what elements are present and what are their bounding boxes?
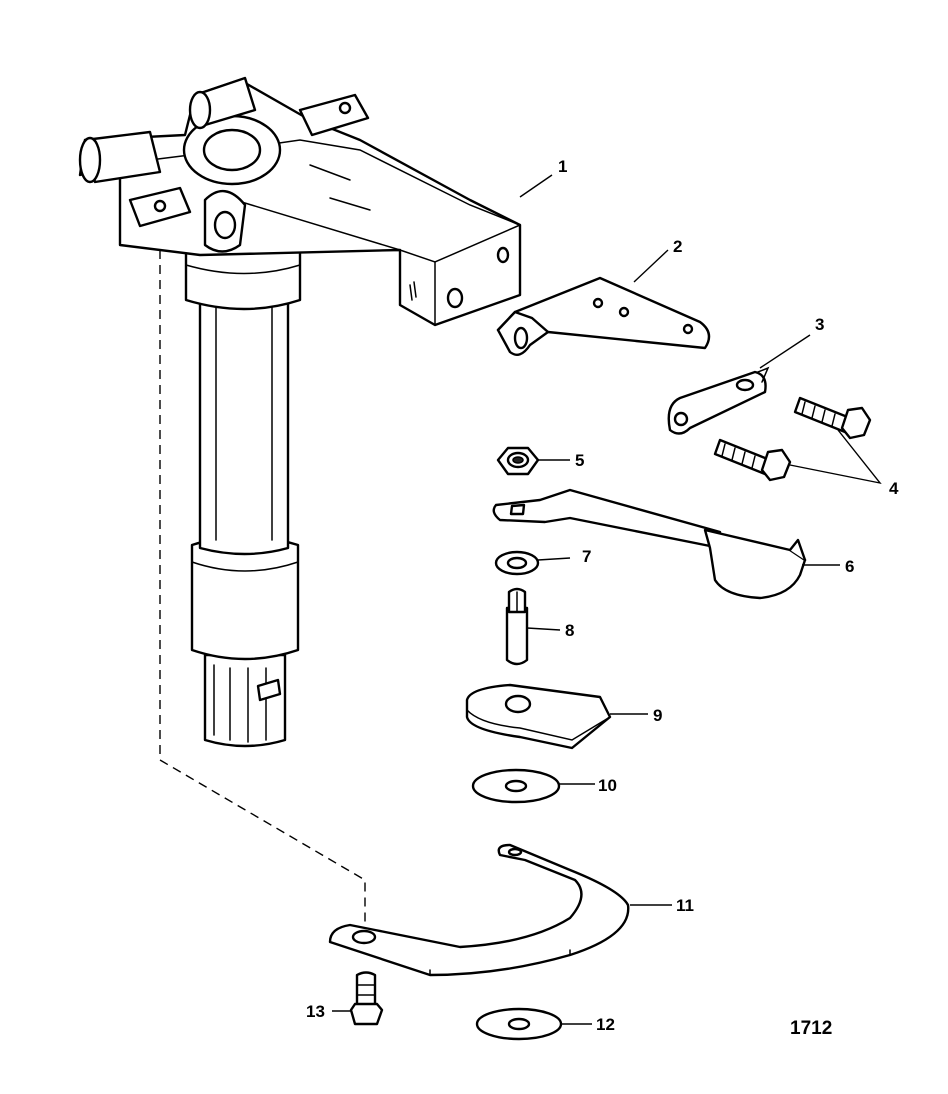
part-9-cam-plate [465, 683, 612, 750]
part-4-bolts [713, 396, 872, 482]
part-6-lever-arm [492, 488, 807, 600]
part-7-washer [494, 550, 540, 576]
part-10-washer [471, 768, 561, 804]
callout-labels: 1 2 3 4 5 6 7 8 9 10 11 12 13 [306, 157, 899, 1034]
callout-2: 2 [673, 237, 682, 256]
callout-6: 6 [845, 557, 854, 576]
alignment-dashed-line [159, 250, 366, 940]
part-8-pin [505, 587, 529, 666]
callout-8: 8 [565, 621, 574, 640]
part-12-washer [475, 1007, 563, 1041]
callout-7: 7 [582, 547, 591, 566]
callout-12: 12 [596, 1015, 615, 1034]
callout-10: 10 [598, 776, 617, 795]
callout-3: 3 [815, 315, 824, 334]
leader-lines [332, 174, 882, 1025]
part-13-stud [349, 971, 384, 1026]
callout-1: 1 [558, 157, 567, 176]
part-3-link-plate [667, 366, 770, 435]
bolt-upper [793, 396, 872, 440]
figure-number: 1712 [790, 1018, 832, 1039]
part-11-curved-plate [328, 843, 630, 977]
part-5-lock-nut [496, 446, 540, 476]
callout-13: 13 [306, 1002, 325, 1021]
part-1-steering-column [78, 76, 522, 748]
part-2-bracket [496, 276, 711, 356]
callout-4: 4 [889, 479, 899, 498]
callout-9: 9 [653, 706, 662, 725]
callout-11: 11 [676, 896, 694, 915]
bolt-lower [713, 438, 792, 482]
callout-5: 5 [575, 451, 584, 470]
